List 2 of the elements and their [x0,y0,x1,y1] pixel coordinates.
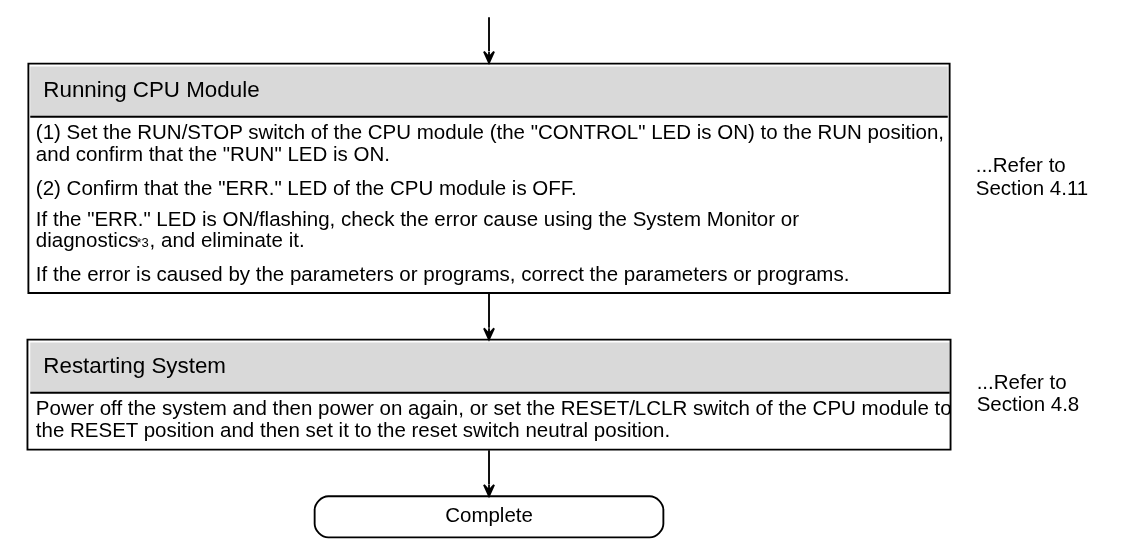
node-label: ...Refer to Section 4.8 [976,369,1080,416]
node-label: ...Refer to Section 4.11 [975,153,1089,199]
